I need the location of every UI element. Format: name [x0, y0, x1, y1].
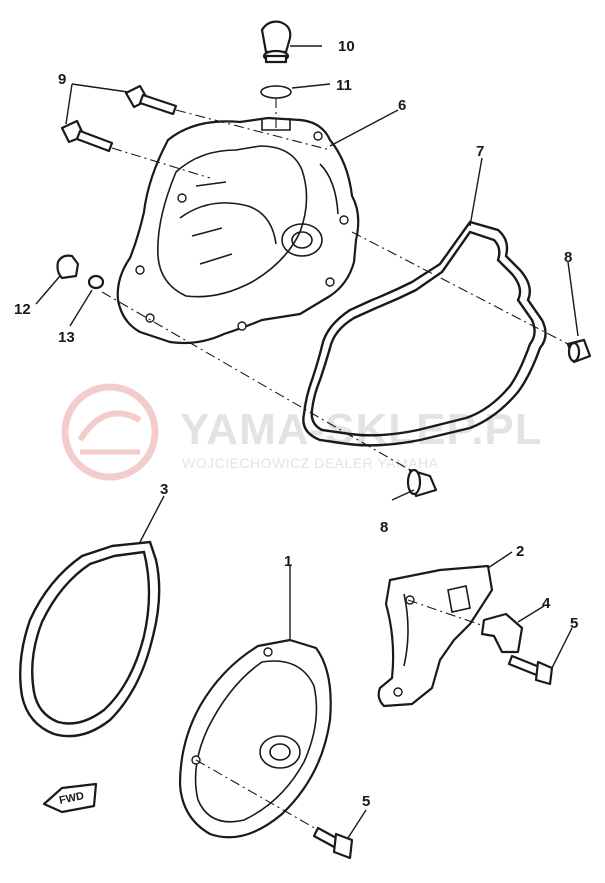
part-dowel-right: [566, 338, 592, 364]
callout-13: 13: [58, 329, 75, 346]
fwd-label: FWD: [58, 790, 85, 807]
part-generator-cover: [178, 638, 332, 839]
callout-8-right: 8: [564, 249, 572, 266]
watermark-title: YAMA-SKLEP.PL: [180, 405, 543, 454]
callout-10: 10: [338, 38, 355, 55]
part-cover-gasket-inner: [310, 230, 536, 437]
assembly-lines: [101, 98, 569, 831]
watermark-logo-icon: [61, 383, 159, 481]
fwd-arrow-icon: FWD: [42, 782, 98, 814]
callout-5-cover: 5: [362, 793, 370, 810]
watermark-subtitle: WOJCIECHOWICZ DEALER YAMAHA: [182, 455, 439, 471]
callout-8-lower: 8: [380, 519, 388, 536]
part-o-ring: [260, 85, 292, 99]
callout-6: 6: [398, 97, 406, 114]
callout-11: 11: [336, 77, 352, 94]
part-generator-gasket: [19, 540, 161, 738]
callout-4: 4: [542, 595, 551, 612]
watermark: YAMA-SKLEP.PL WOJCIECHOWICZ DEALER YAMAH…: [61, 383, 543, 481]
callout-12: 12: [14, 301, 31, 318]
part-bolt-upper: [124, 84, 178, 116]
part-guard-bracket: [377, 564, 494, 708]
callout-3: 3: [160, 481, 168, 498]
leader-lines: [35, 45, 579, 839]
callout-1: 1: [284, 553, 292, 570]
part-bolt-cover: [312, 826, 354, 860]
callout-2: 2: [516, 543, 524, 560]
part-washer: [87, 274, 105, 290]
part-dowel-lower: [406, 468, 438, 498]
callouts: 10 11 9 6 7 8 12 13 8 3 1 2 4 5 5: [14, 38, 578, 810]
part-crankcase-cover: [116, 116, 360, 345]
part-oil-filler-plug: [260, 20, 292, 64]
part-bolt-lower: [60, 119, 114, 153]
part-generator-gasket-inner: [31, 550, 151, 725]
part-clamp: [480, 612, 524, 654]
part-cover-gasket: [302, 220, 547, 447]
callout-9: 9: [58, 71, 66, 88]
callout-7: 7: [476, 143, 484, 160]
part-bolt-bracket: [507, 654, 554, 686]
callout-5-bracket: 5: [570, 615, 578, 632]
part-drain-plug: [56, 254, 80, 280]
